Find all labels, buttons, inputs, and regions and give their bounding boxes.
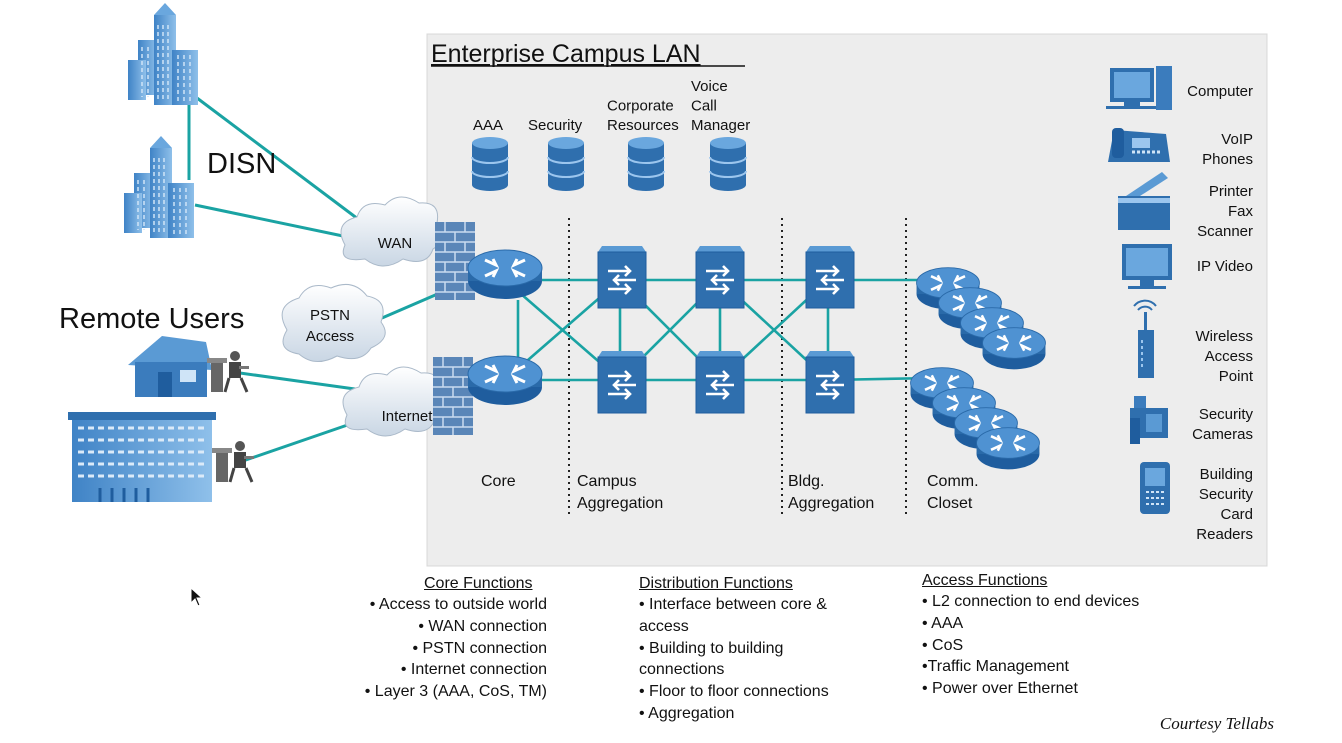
voice-database-icon	[709, 136, 747, 192]
camera-legend-label: Security	[1199, 406, 1254, 423]
function-item: • AAA	[922, 614, 964, 632]
comm-layer-label: Closet	[927, 495, 973, 512]
voice-server-label: Voice	[691, 78, 728, 95]
core-layer-label: Core	[481, 473, 516, 490]
function-item: • Power over Ethernet	[922, 680, 1078, 698]
distribution-functions-title: Distribution Functions	[639, 575, 793, 592]
function-item: • WAN connection	[418, 617, 547, 635]
pstn-cloud	[281, 283, 386, 362]
disn-building-icon	[123, 135, 195, 239]
voice-server-label: Call	[691, 98, 717, 115]
distribution-functions-list: • Interface between core & access • Buildi…	[639, 594, 829, 725]
function-item: • Interface between core &	[639, 596, 827, 613]
voice-server-label: Manager	[691, 117, 750, 134]
function-item: • Aggregation	[639, 704, 735, 722]
function-item: • CoS	[922, 636, 964, 654]
credit-text: Courtesy Tellabs	[1159, 714, 1274, 733]
function-item: access	[639, 617, 689, 635]
office-building-icon	[68, 412, 216, 502]
comm-layer-label: Comm.	[927, 473, 979, 490]
bldg-layer-label: Bldg.	[788, 473, 824, 490]
card-legend-label: Security	[1199, 486, 1254, 503]
security-database-icon	[547, 136, 585, 192]
function-item: • Building to building	[639, 639, 784, 657]
access-functions-list: • L2 connection to end devices • AAA • CoS…	[922, 591, 1139, 700]
function-item: • Internet connection	[400, 661, 547, 679]
card-legend-label: Readers	[1196, 526, 1253, 543]
function-item: • L2 connection to end devices	[922, 593, 1140, 610]
function-item: connections	[639, 661, 725, 679]
internet-cloud	[342, 366, 447, 437]
printer-icon	[1118, 172, 1170, 230]
printer-legend-label: Printer	[1209, 183, 1253, 200]
core-router-icon	[466, 248, 544, 301]
campus-layer-label: Campus	[577, 473, 637, 490]
wireless-legend-label: Access	[1205, 348, 1253, 365]
function-item: • Access to outside world	[369, 596, 547, 613]
security-server-label: Security	[528, 117, 583, 134]
firewall-icon	[434, 221, 476, 301]
house-icon	[128, 336, 212, 397]
switch-icon	[596, 349, 648, 415]
wireless-legend-label: Point	[1219, 368, 1254, 385]
security-camera-icon	[1130, 396, 1168, 444]
campus-layer-label: Aggregation	[577, 495, 663, 512]
ip-video-icon	[1122, 244, 1172, 289]
switch-icon	[804, 349, 856, 415]
bldg-layer-label: Aggregation	[788, 495, 874, 512]
function-item: • PSTN connection	[412, 639, 547, 657]
remote-user-icon	[210, 439, 256, 484]
function-item: • Layer 3 (AAA, CoS, TM)	[364, 683, 547, 701]
core-functions-title: Core Functions	[424, 575, 533, 592]
aaa-server-label: AAA	[473, 117, 503, 134]
switch-icon	[596, 244, 648, 310]
camera-legend-label: Cameras	[1192, 426, 1253, 443]
switch-icon	[694, 349, 746, 415]
switch-icon	[804, 244, 856, 310]
disn-label: DISN	[207, 148, 276, 180]
wireless-legend-label: Wireless	[1195, 328, 1253, 345]
disn-building-icon	[127, 2, 199, 106]
access-functions-title: Access Functions	[922, 572, 1048, 589]
core-functions-list: • Access to outside world • WAN connectio…	[365, 594, 547, 703]
wan-cloud	[340, 196, 445, 267]
mouse-cursor-icon	[190, 587, 204, 607]
firewall-icon	[432, 356, 474, 436]
wan-cloud-label: WAN	[378, 235, 412, 252]
computer-icon	[1106, 66, 1172, 110]
wireless-ap-icon	[1133, 299, 1157, 378]
corporate-server-label: Corporate	[607, 98, 674, 115]
aaa-database-icon	[471, 136, 509, 192]
card-legend-label: Card	[1220, 506, 1253, 523]
layer-separators	[568, 218, 907, 515]
switch-icon	[694, 244, 746, 310]
computer-legend-label: Computer	[1187, 83, 1253, 100]
ipvideo-legend-label: IP Video	[1197, 258, 1253, 275]
internet-cloud-label: Internet	[382, 408, 434, 425]
pstn-cloud-label: PSTN	[310, 307, 350, 324]
voip-legend-label: VoIP	[1221, 131, 1253, 148]
voip-legend-label: Phones	[1202, 151, 1253, 168]
voip-phone-icon	[1108, 128, 1170, 162]
page-title: Enterprise Campus LAN	[431, 40, 701, 68]
corporate-server-label: Resources	[607, 117, 679, 134]
remote-users-label: Remote Users	[59, 303, 244, 335]
corporate-database-icon	[627, 136, 665, 192]
remote-user-icon	[205, 349, 251, 394]
function-item: • Floor to floor connections	[639, 683, 829, 701]
card-legend-label: Building	[1200, 466, 1253, 483]
function-item: •Traffic Management	[922, 658, 1069, 676]
pstn-cloud-label: Access	[306, 328, 354, 345]
core-router-icon	[466, 354, 544, 407]
card-reader-icon	[1140, 462, 1170, 514]
printer-legend-label: Scanner	[1197, 223, 1253, 240]
printer-legend-label: Fax	[1228, 203, 1254, 220]
